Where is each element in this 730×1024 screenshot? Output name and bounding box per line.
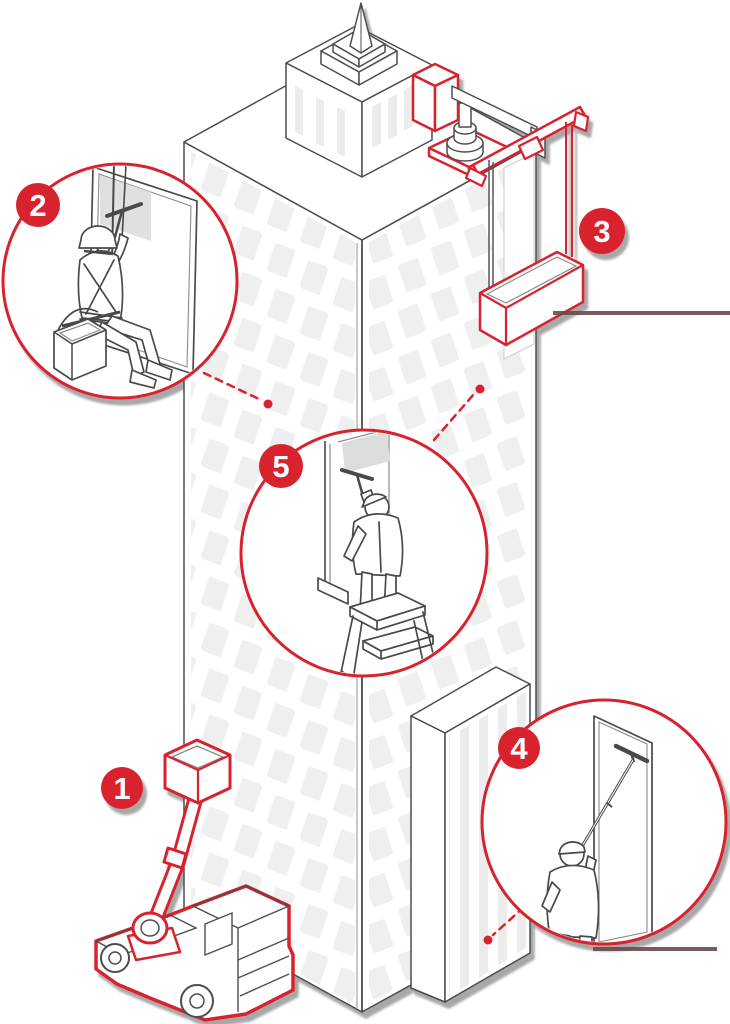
goggles-band <box>83 249 114 256</box>
lift-bucket <box>163 738 232 805</box>
badge-4-label: 4 <box>510 731 528 766</box>
connector-line-4 <box>491 905 526 937</box>
connector-dots <box>263 384 493 945</box>
connector-line-5 <box>432 392 476 442</box>
davit-slew-cylinder <box>446 102 484 162</box>
spire-icon <box>349 2 373 54</box>
safety-rope <box>121 166 127 241</box>
badge-5: 5 <box>259 444 303 488</box>
shoe <box>145 359 173 381</box>
artifact-line-top <box>553 311 730 315</box>
detail-circle-pole <box>480 698 728 946</box>
window-sill <box>317 577 349 605</box>
bosun-seat <box>61 310 121 328</box>
helmet <box>78 225 118 249</box>
cradle-inner-rim <box>485 256 578 304</box>
badge-2: 2 <box>16 183 60 227</box>
artifact-line-bottom <box>593 947 717 951</box>
boom-turret <box>126 911 182 962</box>
wheels <box>100 943 214 1018</box>
badge-2-label: 2 <box>29 188 46 223</box>
cab-window <box>204 911 233 957</box>
connector-dashed-lines <box>202 371 526 937</box>
water-fed-pole <box>575 743 650 856</box>
badge-3-label: 3 <box>593 214 610 249</box>
shoe <box>129 369 157 389</box>
davit-jib-beam <box>464 105 590 188</box>
detail-circle-stepladder <box>239 428 489 678</box>
number-badges: 1 2 3 4 5 <box>16 183 625 809</box>
detail-circle-rope-access <box>1 162 239 400</box>
suspension-cables <box>488 122 573 296</box>
roof-davit <box>411 62 590 347</box>
connector-dot-5 <box>475 384 485 394</box>
cap <box>558 841 586 855</box>
connector-dot-2 <box>263 399 273 409</box>
squeegee-icon <box>105 202 143 239</box>
dirty-glass <box>342 432 390 473</box>
connector-dot-4 <box>483 935 493 945</box>
bucket-icon <box>53 307 107 381</box>
bucket-handle <box>57 307 99 331</box>
badge-4: 4 <box>498 727 540 769</box>
window-frame <box>317 432 393 605</box>
badge-1: 1 <box>101 767 143 809</box>
boom-lift-truck <box>94 738 295 1022</box>
cap <box>361 493 387 508</box>
squeegee-icon <box>340 468 374 498</box>
annex-left-face <box>410 715 446 1003</box>
suspended-cradle <box>478 250 585 347</box>
badge-5-label: 5 <box>272 449 289 484</box>
badge-3: 3 <box>579 208 625 254</box>
spire-base <box>320 28 398 86</box>
connector-line-2 <box>202 371 263 402</box>
badge-1-label: 1 <box>113 771 130 806</box>
stepladder <box>338 592 440 674</box>
